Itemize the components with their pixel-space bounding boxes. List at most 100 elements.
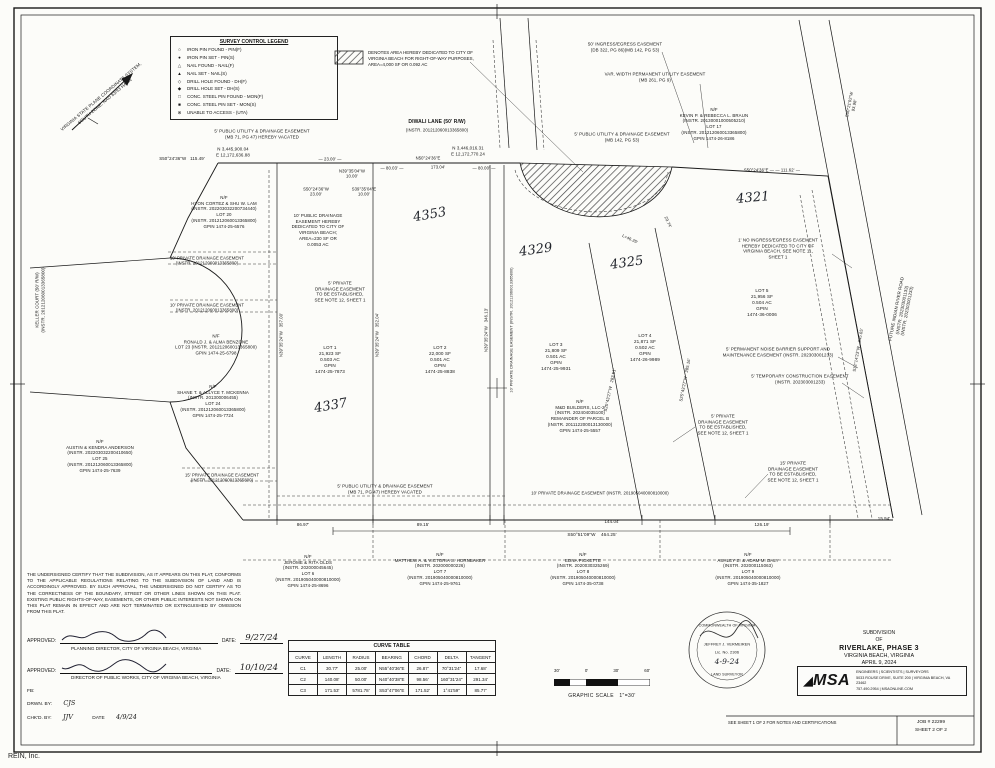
- adjoiner-label: N/F ASHLEY E. & ADAM M. DALY (INSTR. 202…: [715, 551, 781, 586]
- easement-note: 10' PRIVATE DRAINAGE EASEMENT (INSTR. 20…: [169, 255, 245, 266]
- easement-note: 15' PRIVATE DRAINAGE EASEMENT TO BE ESTA…: [767, 460, 819, 483]
- title-line: OF: [875, 636, 883, 643]
- easement-note: 10' PRIVATE DRAINAGE EASEMENT (INSTR. 20…: [531, 490, 669, 496]
- graphic-scale: 30'0'30'60' GRAPHIC SCALE 1"=30': [527, 668, 677, 699]
- easement-note: VAR. WIDTH PERMANENT UTILITY EASEMENT (M…: [604, 71, 706, 82]
- curve-cell: N40°40'38"E: [375, 673, 409, 685]
- easement-note: 1' NO INGRESS/EGRESS EASEMENT HEREBY DED…: [738, 237, 818, 260]
- legend-item: ● IRON PIN SET - PIN(S): [175, 54, 333, 62]
- approver-title: PLANNING DIRECTOR, CITY OF VIRGINIA BEAC…: [71, 645, 202, 651]
- dedication-note: DENOTES AREA HEREBY DEDICATED TO CITY OF…: [334, 50, 492, 68]
- seal-text: LAND SURVEYOR: [711, 672, 743, 677]
- curve-cell: 171.53': [317, 684, 347, 696]
- approved-label: APPROVED:: [27, 638, 57, 644]
- easement-note: 10' PRIVATE DRAINAGE EASEMENT (INSTR. 20…: [509, 267, 514, 393]
- msa-tagline: ENGINEERS | SCIENTISTS | SURVEYORS: [856, 670, 929, 674]
- north-arrow-icon: [71, 72, 134, 131]
- msa-logo: ◢MSA: [803, 672, 850, 690]
- dimension-label: 173.04': [430, 164, 446, 170]
- curve-cell: S53°47'06"E: [375, 684, 409, 696]
- signature-mark: [60, 628, 218, 644]
- easement-note: 50' INGRESS/EGRESS EASEMENT (DB 322, PG …: [587, 41, 663, 52]
- lot-lines: [276, 163, 716, 521]
- approval-date: 9/27/24: [240, 633, 283, 644]
- firm-stamp: REIN, Inc.: [8, 753, 40, 760]
- scale-tick-label: 30': [613, 668, 620, 673]
- legend-item: △NAIL FOUND - NAIL(F): [175, 62, 333, 70]
- legend-symbol-icon: ◆: [177, 86, 182, 92]
- dedication-note-text: DENOTES AREA HEREBY DEDICATED TO CITY OF…: [368, 50, 474, 67]
- legend-item: □CONC. STEEL PIN FOUND - MON(F): [175, 93, 333, 101]
- sheet-border: [10, 4, 985, 756]
- curve-cell: C3: [288, 684, 318, 696]
- dimension-label: 89.15': [416, 522, 430, 528]
- msa-phone: 757.490.2954 | MSAONLINE.COM: [856, 686, 913, 691]
- adjoiner-label: N/F EDNA PICKETTE (INSTR. 2020030325269)…: [550, 551, 616, 586]
- curve-col-header: CHORD: [407, 651, 438, 663]
- date-label: DATE:: [221, 638, 237, 644]
- bearing-label: S50°24'36"W 23.00': [303, 186, 329, 197]
- legend-symbol-icon: □: [178, 94, 181, 100]
- hatch-swatch-icon: [334, 50, 364, 65]
- legend-item-label: NAIL FOUND - NAIL(F): [187, 62, 234, 68]
- bearing-label: N39°35'24"W 357.00': [278, 312, 284, 358]
- curve-length-label: L=46.35': [621, 232, 639, 245]
- bearing-label: N50°24'36"E: [415, 155, 441, 161]
- easement-note: 5' PERMANENT NOISE BARRIER SUPPORT AND M…: [722, 346, 834, 357]
- fb-label: FB:: [27, 689, 35, 694]
- curve-cell: 140.08': [317, 673, 347, 685]
- legend-symbol-icon: ▲: [177, 70, 182, 76]
- signature-mark: [60, 658, 213, 674]
- handwritten-address: 4337: [313, 395, 349, 417]
- title-date: APRIL 9, 2024: [861, 660, 897, 667]
- date-label: DATE:: [216, 667, 231, 674]
- msa-wordmark: MSA: [813, 672, 851, 690]
- sheet-number: SHEET 2 OF 2: [915, 727, 947, 733]
- job-number: JOB # 22299: [916, 720, 945, 725]
- adjoiner-label: N/F KEVIN P. & REBECCA L. BRAUN (INSTR. …: [679, 106, 749, 141]
- street-name-future-indian-river-road: FUTURE INDIAN RIVER ROAD (INSTR. 2023030…: [887, 276, 915, 342]
- scale-title: GRAPHIC SCALE: [568, 693, 614, 699]
- coordinate-label: N 3,446,016.31 E 12,172,770.24: [451, 145, 485, 156]
- adjoiner-label: N/F JEROME & RITA OLDS (INSTR. 202000045…: [275, 553, 341, 588]
- survey-control-legend: SURVEY CONTROL LEGEND ○IRON PIN FOUND - …: [170, 36, 338, 120]
- drawn-by-label: DRWN. BY:: [27, 702, 52, 708]
- dimension-label: — 80.00' —: [472, 165, 496, 171]
- msa-address: 5033 ROUSE DRIVE, SUITE 200 | VIRGINIA B…: [856, 675, 950, 686]
- curve-cell: C1: [288, 662, 318, 674]
- easement-note: 15' PRIVATE DRAINAGE EASEMENT (INSTR. 20…: [184, 472, 260, 483]
- legend-item-label: CONC. STEEL PIN SET - MON(S): [187, 102, 257, 108]
- adjoiner-label: N/F SHANE T. & ALLYCE T. MCKENNA (INSTR.…: [177, 383, 249, 418]
- legend-symbol-icon: ●: [178, 54, 181, 60]
- legend-title: SURVEY CONTROL LEGEND: [219, 39, 289, 45]
- legend-item: ⊗UNABLE TO ACCESS - (UTA): [175, 109, 333, 117]
- dimension-label: — 23.00' —: [318, 156, 342, 162]
- legend-item-label: IRON PIN SET - PIN(S): [187, 54, 235, 60]
- handwritten-address: 4321: [735, 189, 771, 207]
- bearing-label: S39°35'04"E 10.00': [351, 186, 377, 197]
- curve-col-header: BEARING: [375, 651, 409, 663]
- dimension-marks: [276, 378, 831, 535]
- bearing-label: N39°35'04"W 10.00': [338, 168, 366, 179]
- title-line: SUBDIVISION: [862, 630, 896, 636]
- surveyor-seal: [688, 611, 766, 689]
- curve-cell: 85.77': [465, 684, 496, 696]
- curve-cell: 1°41'59": [436, 684, 467, 696]
- bearing-label: S50°51'09"W 464.25': [567, 532, 617, 538]
- legend-item: ◇DRILL HOLE FOUND - DH(F): [175, 78, 333, 86]
- legend-item: ■CONC. STEEL PIN SET - MON(S): [175, 101, 333, 109]
- curve-col-header: CURVE: [288, 651, 318, 663]
- dimension-label: 126.19': [754, 522, 770, 528]
- legend-item-label: UNABLE TO ACCESS - (UTA): [187, 110, 248, 115]
- msa-logo-block: ◢MSA ENGINEERS | SCIENTISTS | SURVEYORS …: [797, 666, 967, 697]
- curve-col-header: DELTA: [436, 651, 467, 663]
- checked-by-label: CHK'D. BY:: [27, 715, 52, 721]
- bearing-label: S32°14'23"W 345.65': [851, 327, 865, 373]
- lot-label-4: LOT 4 21,871 SF 0.502 AC GPIN 1474-26-99…: [630, 333, 660, 362]
- owner-label: N/F M&D BUILDERS, LLC-2 (INSTR. 20240403…: [547, 398, 613, 433]
- curve-col-header: TANGENT: [465, 651, 496, 663]
